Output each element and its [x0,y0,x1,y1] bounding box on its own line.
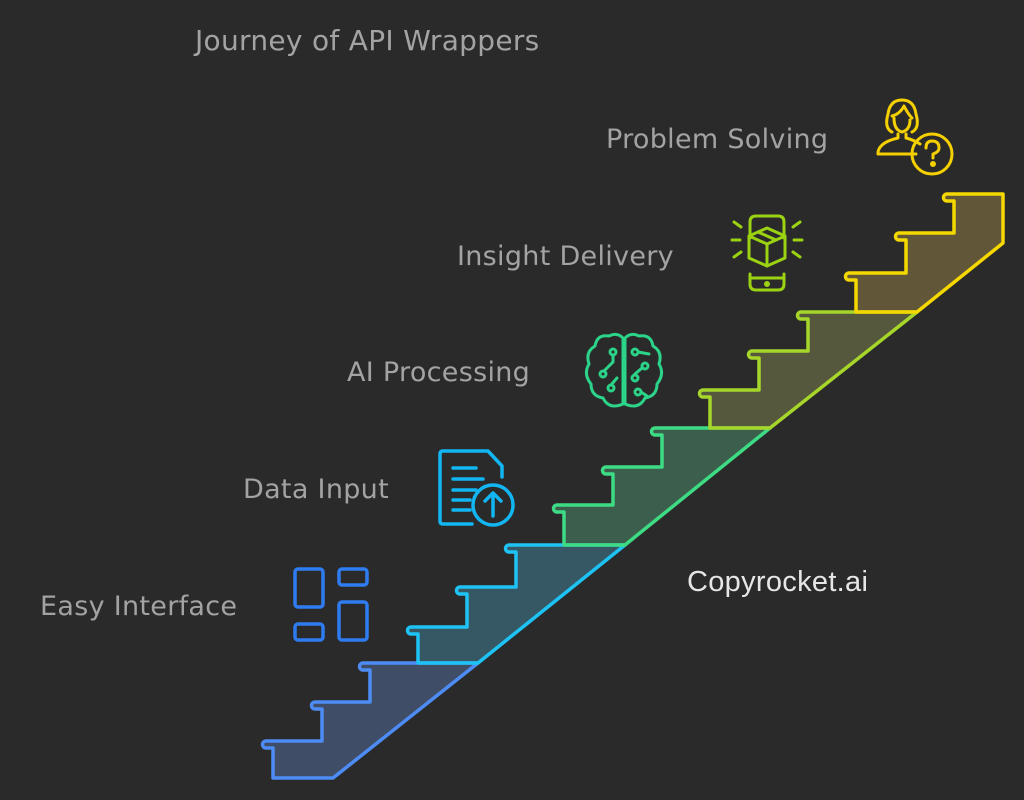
step-label-easy-interface: Easy Interface [40,591,238,622]
brain-circuit-icon [584,332,664,408]
phone-package-icon [730,214,804,292]
stair-segment-insight-delivery [697,310,919,430]
stair-segment-data-input [405,543,627,665]
document-upload-icon [438,449,515,527]
stair-segment-ai-processing [551,426,772,547]
step-label-ai-processing: AI Processing [347,357,531,388]
stair-segment-easy-interface [260,661,480,780]
brand-watermark: Copyrocket.ai [687,566,869,598]
step-label-insight-delivery: Insight Delivery [457,241,674,272]
step-label-data-input: Data Input [243,474,389,505]
stair-segment-problem-solving [843,192,1005,314]
person-question-icon [876,98,954,176]
diagram-title: Journey of API Wrappers [195,24,540,57]
layout-grid-icon [293,567,369,642]
step-label-problem-solving: Problem Solving [606,124,829,155]
